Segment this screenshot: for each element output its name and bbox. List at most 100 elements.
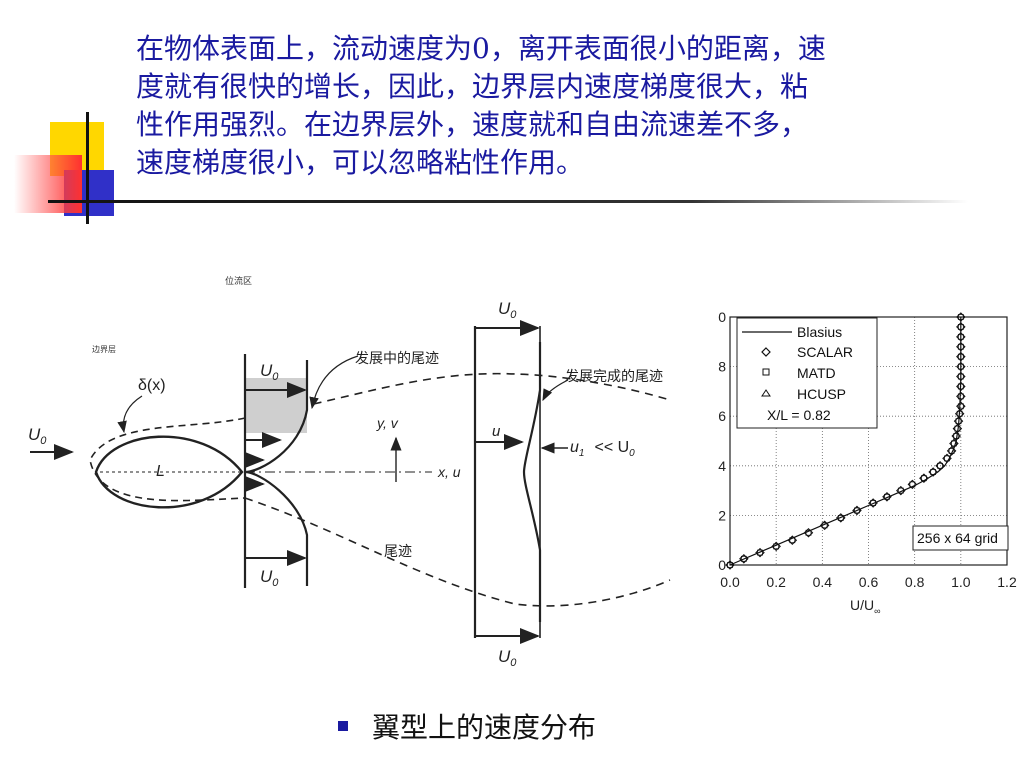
matd-marker (870, 500, 877, 506)
y-tick-label: 0 (718, 557, 726, 573)
airfoil-body (94, 435, 244, 509)
legend-annotation-xl: X/L = 0.82 (767, 407, 831, 423)
label-wake: 尾迹 (384, 544, 412, 560)
matd-marker (821, 522, 828, 529)
x-tick-label: 1.0 (951, 574, 971, 590)
caption-text: 翼型上的速度分布 (372, 711, 597, 744)
label-u0-developed-bottom: U0 (498, 647, 517, 669)
label-L: L (156, 463, 165, 480)
x-tick-label: 1.2 (997, 574, 1017, 590)
label-developing-wake: 发展中的尾迹 (355, 351, 439, 367)
label-xu: x, u (437, 464, 461, 480)
label-boundary-layer: 边界层 (92, 344, 116, 354)
matd-marker (957, 393, 964, 400)
label-delta: δ(x) (138, 377, 166, 394)
legend-blasius: Blasius (797, 324, 842, 340)
x-tick-label: 0.8 (905, 574, 925, 590)
matd-marker (957, 373, 964, 380)
deco-horizontal-line (48, 200, 968, 203)
chart-y-ticks: 0 2 4 6 8 0 (718, 309, 726, 573)
delta-pointer (117, 395, 143, 434)
grid-label: 256 x 64 grid (917, 530, 998, 546)
boundary-layer-outline (89, 417, 246, 502)
label-potential-flow: 位流区 (225, 275, 252, 287)
chart-plot-area (729, 316, 1008, 566)
legend-box (736, 317, 878, 429)
matd-marker (937, 462, 943, 469)
chart-x-ticks: 0.0 0.2 0.4 0.6 0.8 1.0 1.2 (720, 574, 1017, 590)
label-u: u (492, 423, 501, 440)
velocity-profile-chart: 0.0 0.2 0.4 0.6 0.8 1.0 1.2 0 2 4 6 8 0 Blasius SCA… (718, 309, 1017, 616)
y-tick-label: 6 (718, 408, 726, 424)
matd-marker (957, 403, 964, 410)
legend-hcusp: HCUSP (797, 386, 846, 402)
grid-label-box (912, 525, 1009, 551)
matd-marker (920, 475, 927, 482)
matd-marker (773, 543, 780, 550)
matd-marker (837, 514, 844, 521)
developing-wake-profile (244, 360, 309, 586)
paragraph-line-2: 度就有很快的增长，因此，边界层内速度梯度很大，粘 (136, 70, 809, 103)
caption-bullet: 翼型上的速度分布 (338, 706, 596, 746)
label-u0-developed-top: U0 (498, 299, 517, 321)
matd-marker (854, 507, 860, 514)
matd-marker (957, 314, 964, 320)
developing-wake-pointer (309, 355, 359, 410)
matd-marker (757, 549, 763, 556)
paragraph-line-3: 性作用强烈。在边界层外，速度就和自由流速差不多， (136, 108, 809, 141)
wake-diagram: 位流区 边界层 U0 δ(x) L U0 U0 发展中的尾迹 y, v x, u… (28, 275, 671, 669)
matd-marker (956, 410, 963, 417)
matd-marker (884, 493, 890, 500)
developed-wake-profile (522, 342, 542, 622)
body-paragraph: 在物体表面上，流动速度为0，离开表面很小的距离，速 度就有很快的增长，因此，边界… (136, 30, 996, 182)
matd-marker (957, 324, 964, 330)
x-tick-label: 0.6 (859, 574, 879, 590)
matd-marker (954, 425, 961, 432)
x-tick-label: 0.4 (813, 574, 833, 590)
deco-vertical-line (86, 112, 89, 224)
matd-marker (948, 448, 955, 454)
x-axis-label: U/U∞ (850, 597, 881, 616)
label-developed-wake: 发展完成的尾迹 (565, 369, 663, 385)
chart-legend: Blasius SCALAR MATD HCUSP X/L = 0.82 (736, 317, 878, 429)
matd-marker (951, 440, 957, 447)
x-tick-label: 0.0 (720, 574, 740, 590)
deco-red-gradient (14, 155, 82, 213)
label-u1: u1<< U0 (570, 439, 635, 459)
matd-marker (805, 529, 812, 536)
matd-marker (957, 353, 964, 360)
label-u0-developing-bottom: U0 (260, 567, 279, 589)
label-u0-developing-top: U0 (260, 361, 279, 383)
matd-marker (955, 418, 962, 425)
y-tick-label: 2 (718, 507, 726, 523)
y-tick-label: 8 (718, 359, 726, 375)
legend-hcusp-marker (761, 389, 771, 397)
matd-marker (957, 383, 964, 390)
matd-marker (897, 487, 904, 494)
matd-marker (957, 333, 964, 340)
matd-marker (789, 537, 796, 544)
label-u0-left: U0 (28, 425, 47, 447)
matd-marker (944, 455, 950, 462)
legend-scalar: SCALAR (797, 344, 853, 360)
x-tick-label: 0.2 (766, 574, 786, 590)
legend-scalar-marker (761, 347, 771, 357)
developed-wake-pointer (542, 379, 569, 402)
label-yv: y, v (376, 415, 399, 431)
legend-matd-marker (762, 368, 770, 376)
matd-marker (953, 433, 960, 439)
y-tick-label: 4 (718, 458, 726, 474)
matd-marker (740, 555, 747, 562)
matd-marker (727, 562, 733, 568)
y-tick-label: 0 (718, 309, 726, 325)
matd-marker (957, 343, 964, 350)
legend-matd: MATD (797, 365, 836, 381)
matd-marker (957, 363, 964, 370)
wake-upper-envelope (244, 372, 671, 419)
series-scalar-markers (725, 312, 966, 570)
wake-lower-envelope (244, 497, 671, 607)
developing-wake-shaded (245, 378, 307, 433)
paragraph-line-4: 速度梯度很小，可以忽略粘性作用。 (136, 146, 585, 179)
paragraph-line-1: 在物体表面上，流动速度为0，离开表面很小的距离，速 (136, 32, 826, 65)
